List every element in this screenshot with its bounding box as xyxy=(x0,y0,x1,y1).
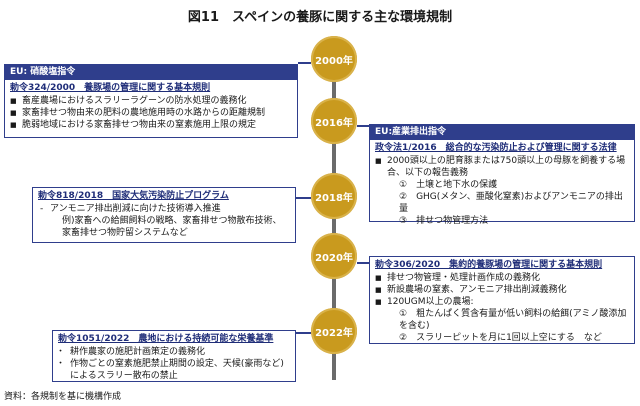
year-label: 2000年 xyxy=(315,55,353,67)
connector-2020 xyxy=(357,262,369,264)
box-heading: EU: 硝酸塩指令 xyxy=(5,65,297,80)
list-item: 120UGM以上の農場: xyxy=(375,296,629,308)
list-item: 畜産農場におけるスラリーラグーンの防水処理の義務化 xyxy=(10,95,292,107)
year-label: 2022年 xyxy=(315,327,353,339)
numbered-item: ② スラリーピットを月に1回以上空にする など xyxy=(399,333,602,343)
list-item: 2000頭以上の肥育豚または750頭以上の母豚を飼養する場合、以下の報告義務 xyxy=(375,155,629,179)
numbered-item: ② GHG(メタン、亜酸化窒素)およびアンモニアの排出量 xyxy=(399,192,623,214)
figure-title: 図11 スペインの養豚に関する主な環境規制 xyxy=(187,10,453,25)
list-item: 家畜排せつ物由来の肥料の農地施用時の水路からの距離規制 xyxy=(10,107,292,119)
box-eu-nitrate-directive: EU: 硝酸塩指令 勅令324/2000 養豚場の管理に関する基本規則 畜産農場… xyxy=(4,64,298,138)
list-item: 新設農場の窒素、アンモニア排出削減義務化 xyxy=(375,284,629,296)
box-decree-306-2020: 勅令306/2020 集約的養豚場の管理に関する基本規則 排せつ物管理・処理計画… xyxy=(369,256,635,344)
regulation-title: 勅令324/2000 養豚場の管理に関する基本規則 xyxy=(10,83,211,93)
regulation-items: 排せつ物管理・処理計画作成の義務化 新設農場の窒素、アンモニア排出削減義務化 1… xyxy=(370,271,634,346)
regulation-title: 政令法1/2016 総合的な汚染防止および管理に関する法律 xyxy=(375,143,617,153)
connector-2018 xyxy=(296,197,311,199)
box-decree-1051-2022: 勅令1051/2022 農地における持続可能な栄養基準 耕作農家の施肥計画策定の… xyxy=(52,330,296,382)
box-decree-818-2018: 勅令818/2018 国家大気汚染防止プログラム アンモニア排出削減に向けた技術… xyxy=(32,187,296,243)
regulation-items: 2000頭以上の肥育豚または750頭以上の母豚を飼養する場合、以下の報告義務 ①… xyxy=(370,154,634,229)
numbered-item: ③ 排せつ物管理方法 xyxy=(399,216,489,226)
year-label: 2020年 xyxy=(315,252,353,264)
regulation-title: 勅令306/2020 集約的養豚場の管理に関する基本規則 xyxy=(375,260,603,270)
year-marker-2022: 2022年 xyxy=(311,308,357,354)
connector-2016 xyxy=(357,125,369,127)
year-label: 2016年 xyxy=(315,117,353,129)
regulation-items: 耕作農家の施肥計画策定の義務化 作物ごとの窒素施肥禁止期間の設定、天候(豪雨など… xyxy=(53,345,295,384)
year-marker-2016: 2016年 xyxy=(311,98,357,144)
connector-2022 xyxy=(296,332,311,334)
regulation-title: 勅令818/2018 国家大気汚染防止プログラム xyxy=(38,191,229,201)
list-item: 例)家畜への給餌飼料の戦略、家畜排せつ物散布技術、家畜排せつ物貯留システムなど xyxy=(62,216,282,238)
numbered-item: ① 土壌と地下水の保護 xyxy=(399,180,498,190)
list-item: 排せつ物管理・処理計画作成の義務化 xyxy=(375,272,629,284)
regulation-title: 勅令1051/2022 農地における持続可能な栄養基準 xyxy=(58,334,274,344)
list-item: 作物ごとの窒素施肥禁止期間の設定、天候(豪雨など)によるスラリー散布の禁止 xyxy=(56,358,290,382)
box-eu-industrial-emissions: EU:産業排出指令 政令法1/2016 総合的な汚染防止および管理に関する法律 … xyxy=(369,124,635,226)
list-item: 脆弱地域における家畜排せつ物由来の窒素施用上限の規定 xyxy=(10,119,292,131)
list-item: 耕作農家の施肥計画策定の義務化 xyxy=(56,346,290,358)
year-marker-2018: 2018年 xyxy=(311,173,357,219)
box-heading: EU:産業排出指令 xyxy=(370,125,634,140)
list-item: アンモニア排出削減に向けた技術導入推進 xyxy=(38,203,290,215)
regulation-items: 畜産農場におけるスラリーラグーンの防水処理の義務化 家畜排せつ物由来の肥料の農地… xyxy=(5,94,297,133)
source-note: 資料：各規制を基に機構作成 xyxy=(4,392,122,402)
year-label: 2018年 xyxy=(315,192,353,204)
regulation-items: アンモニア排出削減に向けた技術導入推進 例)家畜への給餌飼料の戦略、家畜排せつ物… xyxy=(33,202,295,241)
connector-2000 xyxy=(298,62,311,64)
year-marker-2000: 2000年 xyxy=(311,36,357,82)
year-marker-2020: 2020年 xyxy=(311,233,357,279)
numbered-item: ① 粗たんぱく質含有量が低い飼料の給餌(アミノ酸添加を含む) xyxy=(399,309,627,331)
